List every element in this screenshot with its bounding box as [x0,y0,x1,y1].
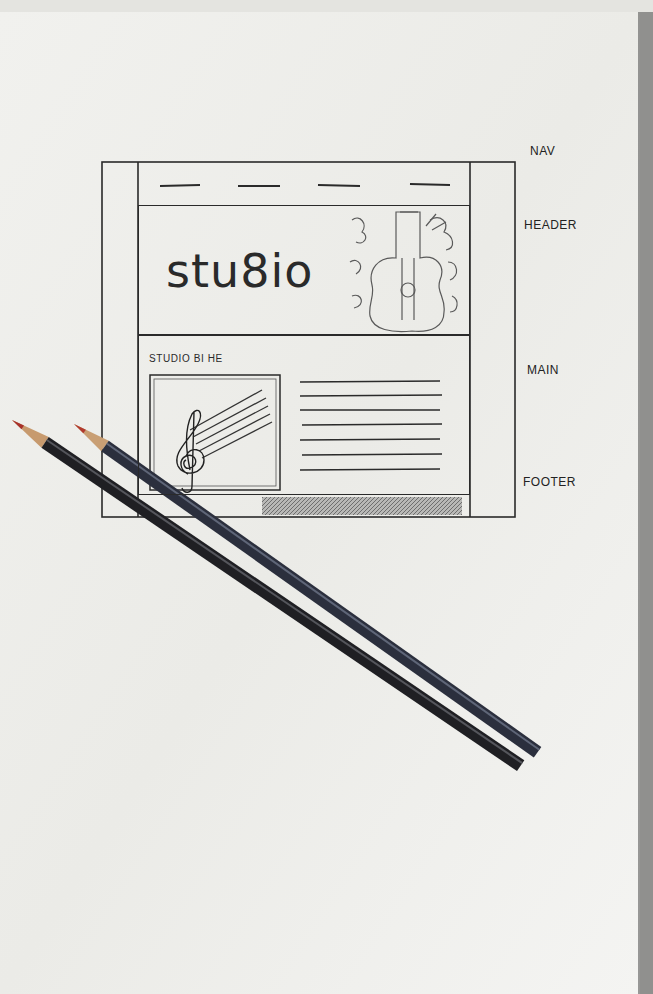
section-label: FOOTER [523,475,576,489]
section-heading: STUDIO BI HE [149,353,223,364]
treble-clef [177,410,204,492]
guitar-sketch [350,212,457,332]
image-placeholder [150,375,280,490]
staff-lines [190,390,272,458]
nav-links [160,184,450,186]
section-label: NAV [530,144,555,158]
paper-edge [638,12,653,994]
text-lines [300,381,442,470]
main-region: STUDIO BI HE [138,335,470,495]
wireframe-frame [102,162,515,517]
section-label: HEADER [524,218,577,232]
logo-text: stu8io [166,244,313,298]
section-label: MAIN [527,363,559,377]
blue-pencil [70,419,541,758]
header-region: stu8io [138,205,470,335]
paper-sheet [0,12,640,994]
red-pencil [8,415,524,771]
footer-shading [262,497,462,515]
